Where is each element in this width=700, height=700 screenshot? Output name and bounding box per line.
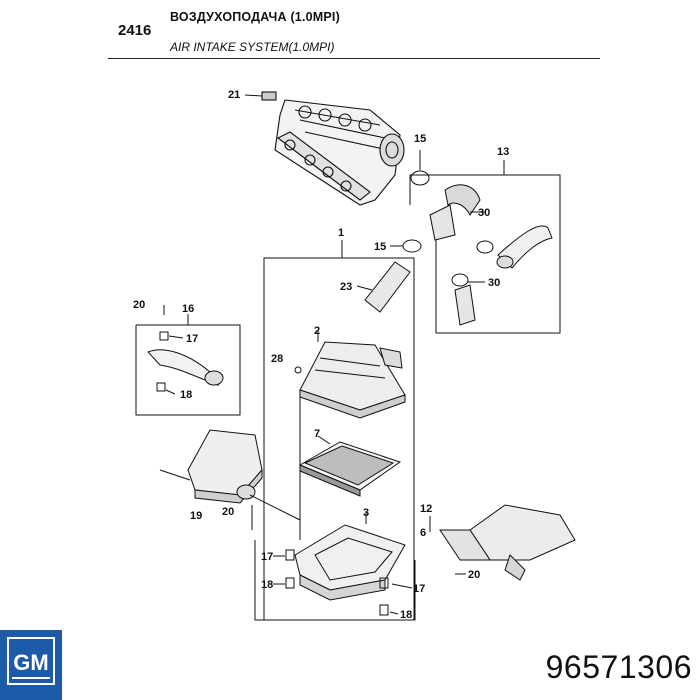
intake-hose	[429, 184, 553, 326]
callout-7: 7	[314, 428, 320, 440]
grommet-17-right	[379, 577, 389, 589]
callout-23: 23	[340, 281, 352, 293]
screw-28	[294, 366, 302, 374]
grommet-17-duct	[159, 331, 169, 341]
callout-17-left: 17	[261, 551, 273, 563]
grommet-17-left	[285, 549, 295, 561]
intake-manifold	[261, 91, 405, 206]
callout-1: 1	[338, 227, 344, 239]
callout-16: 16	[182, 303, 194, 315]
callout-2: 2	[314, 325, 320, 337]
callout-15-lower: 15	[374, 241, 386, 253]
hose-kit-13-bracket	[409, 174, 561, 334]
lower-case-bracket	[254, 540, 416, 621]
callout-15-upper: 15	[414, 133, 426, 145]
callout-18-left: 18	[261, 579, 273, 591]
duct-kit-16-bracket	[135, 324, 241, 416]
callout-30-lower: 30	[488, 277, 500, 289]
callout-6: 6	[420, 527, 426, 539]
clamp-30-upper	[476, 240, 494, 254]
gm-logo: GM	[0, 630, 62, 700]
title-russian: ВОЗДУХОПОДАЧА (1.0MPI)	[170, 10, 340, 24]
callout-30-upper: 30	[478, 207, 490, 219]
grommet-18-left	[285, 577, 295, 589]
clamp-15-lower	[402, 239, 422, 253]
callout-20-top: 20	[133, 299, 145, 311]
gm-logo-text: GM	[13, 650, 48, 675]
callout-20-right: 20	[468, 569, 480, 581]
grommet-18-right	[379, 604, 389, 616]
air-cleaner-cover	[299, 341, 406, 419]
part-number: 96571306	[545, 649, 692, 685]
callout-18-right: 18	[400, 609, 412, 621]
callout-19: 19	[190, 510, 202, 522]
callout-28: 28	[271, 353, 283, 365]
section-code: 2416	[118, 22, 152, 39]
clamp-30-lower	[451, 273, 469, 287]
callout-12: 12	[420, 503, 432, 515]
callout-17-duct: 17	[186, 333, 198, 345]
intake-duct	[147, 331, 224, 392]
callout-17-right: 17	[413, 583, 425, 595]
callout-18-duct: 18	[180, 389, 192, 401]
callout-3: 3	[363, 507, 369, 519]
air-pipe	[364, 261, 411, 313]
title-english: AIR INTAKE SYSTEM(1.0MPI)	[170, 40, 335, 54]
resonator	[187, 429, 263, 504]
air-cleaner-housing	[294, 524, 406, 601]
callout-21: 21	[228, 89, 240, 101]
mounting-bracket	[439, 504, 576, 581]
callout-20-mid: 20	[222, 506, 234, 518]
air-filter-element	[298, 441, 402, 497]
callout-13: 13	[497, 146, 509, 158]
header-rule	[108, 58, 600, 59]
clamp-15-upper	[410, 170, 430, 186]
grommet-18-duct	[156, 382, 166, 392]
